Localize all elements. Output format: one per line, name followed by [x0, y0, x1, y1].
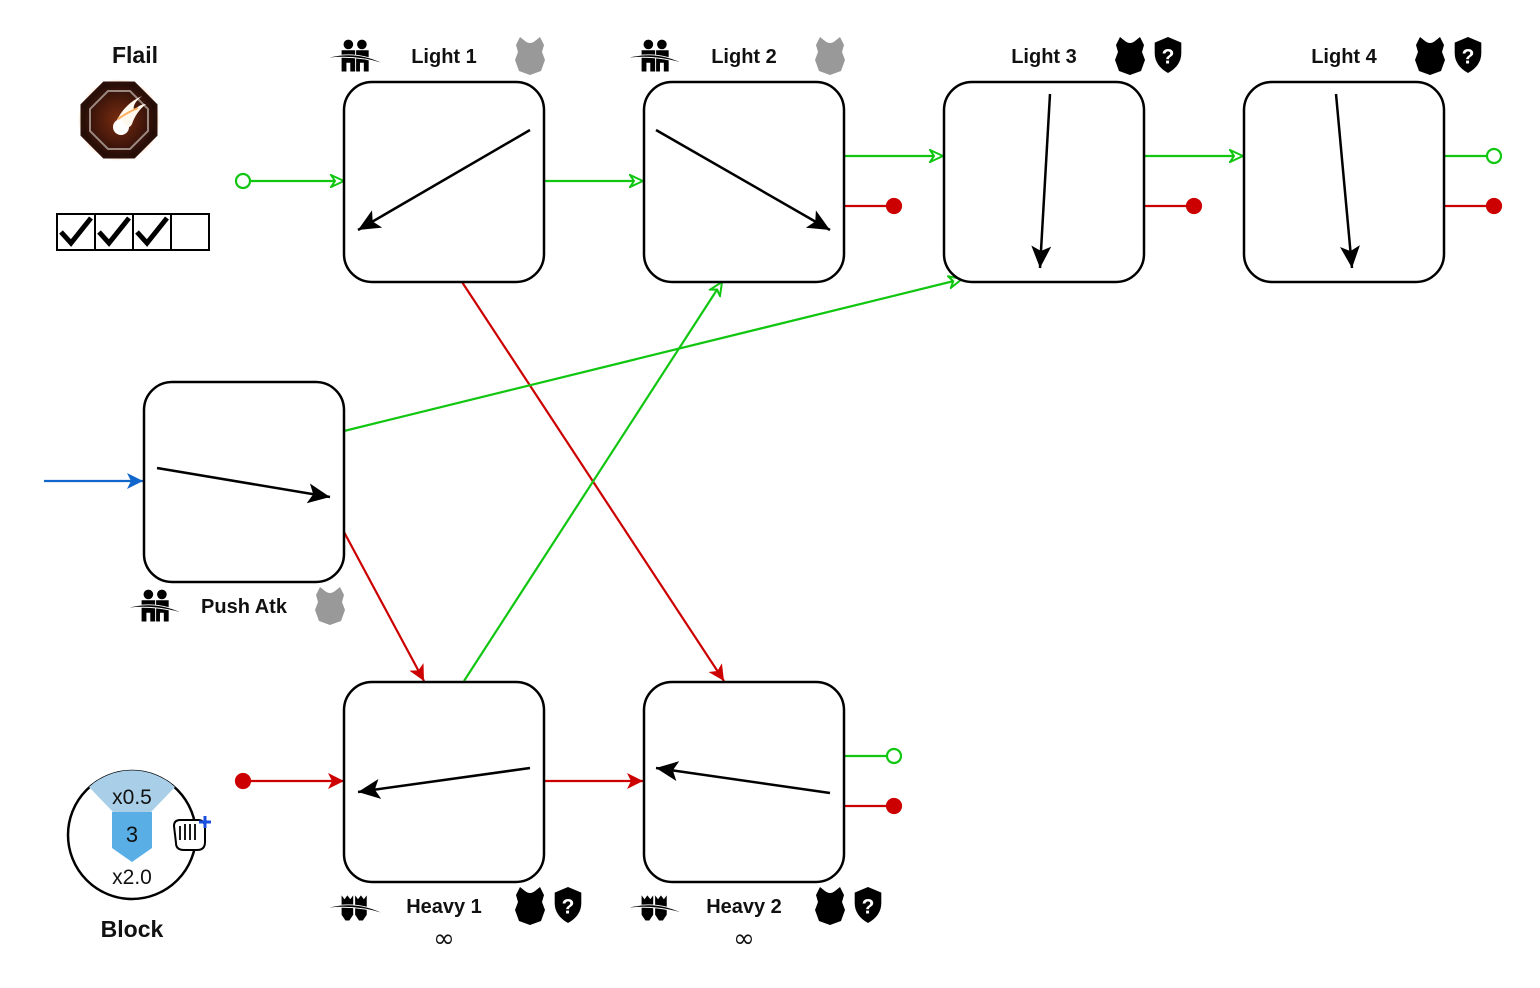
connector-line	[343, 531, 425, 682]
block-value-badge	[112, 812, 152, 862]
swipe-direction-arrow	[357, 766, 531, 799]
infinite-loop-icon: ∞	[433, 924, 455, 954]
combo-end-marker	[885, 797, 903, 815]
node-box[interactable]	[642, 680, 846, 884]
node-label: Light 2	[711, 46, 777, 68]
start-marker	[234, 172, 252, 190]
connector-line	[343, 279, 962, 433]
node-label: Heavy 1	[406, 896, 482, 918]
node-box[interactable]	[342, 80, 546, 284]
unknown-shield-icon	[1454, 36, 1482, 74]
link-heavy2-end	[844, 797, 903, 815]
upgrade-slot-filled	[132, 213, 172, 251]
heavy-armor-icon	[1115, 37, 1145, 75]
flaming-meteor-icon	[78, 79, 160, 161]
heavy-armor-icon	[1415, 37, 1445, 75]
link-light4-end	[1444, 197, 1503, 215]
link-heavy1-to-light2	[463, 282, 722, 682]
light-attack-icon	[630, 39, 687, 72]
swipe-direction-arrow	[1031, 93, 1052, 269]
heavy-armor-icon	[815, 887, 845, 925]
heavy-armor-icon	[515, 887, 545, 925]
loop-end-marker	[885, 747, 903, 765]
upgrade-slot-filled	[94, 213, 134, 251]
combo-node-light1[interactable]: Light 1	[330, 37, 546, 284]
link-start-to-light1	[234, 172, 344, 190]
link-push-to-heavy1	[343, 531, 425, 682]
block-bottom-multiplier: x2.0	[112, 866, 152, 889]
start-marker	[234, 772, 252, 790]
swipe-direction-arrow	[156, 466, 331, 504]
links-layer	[44, 147, 1503, 815]
link-light4-loop	[1444, 147, 1503, 165]
swipe-direction-arrow	[655, 761, 831, 795]
block-panel: x0.5 3 x2.0 Block	[66, 769, 211, 942]
weapon-panel: Flail	[56, 42, 210, 251]
node-label: Push Atk	[201, 596, 288, 618]
heavy-attack-icon	[630, 894, 687, 921]
light-attack-icon	[130, 589, 187, 622]
light-attack-icon	[330, 39, 387, 72]
block-top-band	[89, 770, 175, 812]
heavy-attack-icon	[330, 894, 387, 921]
unknown-shield-icon	[1154, 36, 1182, 74]
link-push-to-light3	[343, 279, 962, 433]
combo-node-heavy2[interactable]: Heavy 2 ∞	[630, 680, 882, 954]
node-label: Light 3	[1011, 46, 1077, 68]
combo-end-marker	[885, 197, 903, 215]
connector-line	[463, 282, 722, 682]
node-label: Heavy 2	[706, 896, 782, 918]
weapon-name: Flail	[112, 42, 158, 68]
link-light3-end	[1144, 197, 1203, 215]
combo-node-light4[interactable]: Light 4	[1242, 36, 1482, 284]
combo-end-marker	[1485, 197, 1503, 215]
link-light2-end	[844, 197, 903, 215]
combo-node-light2[interactable]: Light 2	[630, 37, 846, 284]
upgrade-slots	[56, 213, 210, 251]
checkmark-icon	[97, 216, 131, 247]
swipe-direction-arrow	[357, 128, 531, 232]
block-label: Block	[101, 916, 164, 942]
unknown-shield-icon	[854, 886, 882, 924]
light-armor-icon	[515, 37, 545, 75]
swipe-direction-arrow	[1334, 93, 1360, 269]
swipe-direction-arrow	[655, 128, 831, 232]
checkmark-icon	[135, 216, 169, 247]
combo-node-light3[interactable]: Light 3	[942, 36, 1182, 284]
combo-node-heavy1[interactable]: Heavy 1 ∞	[330, 680, 582, 954]
upgrade-slot-empty	[170, 213, 210, 251]
loop-end-marker	[1485, 147, 1503, 165]
node-label: Light 1	[411, 46, 477, 68]
infinite-loop-icon: ∞	[733, 924, 755, 954]
combo-node-push[interactable]: Push Atk	[130, 380, 346, 625]
fist-plus-icon	[172, 816, 211, 851]
block-top-multiplier: x0.5	[112, 786, 152, 809]
nodes-layer: Light 1 Light 2 Light 3 Light 4 Push AtkHeav…	[130, 36, 1482, 954]
node-label: Light 4	[1311, 46, 1377, 68]
checkmark-icon	[59, 216, 93, 247]
light-armor-icon	[815, 37, 845, 75]
upgrade-slot-filled	[56, 213, 96, 251]
unknown-shield-icon	[554, 886, 582, 924]
combo-end-marker	[1185, 197, 1203, 215]
link-start-to-heavy1	[234, 772, 344, 790]
block-value: 3	[126, 822, 138, 847]
link-heavy2-loop	[844, 747, 903, 765]
node-box[interactable]	[342, 680, 546, 884]
light-armor-icon	[315, 587, 345, 625]
